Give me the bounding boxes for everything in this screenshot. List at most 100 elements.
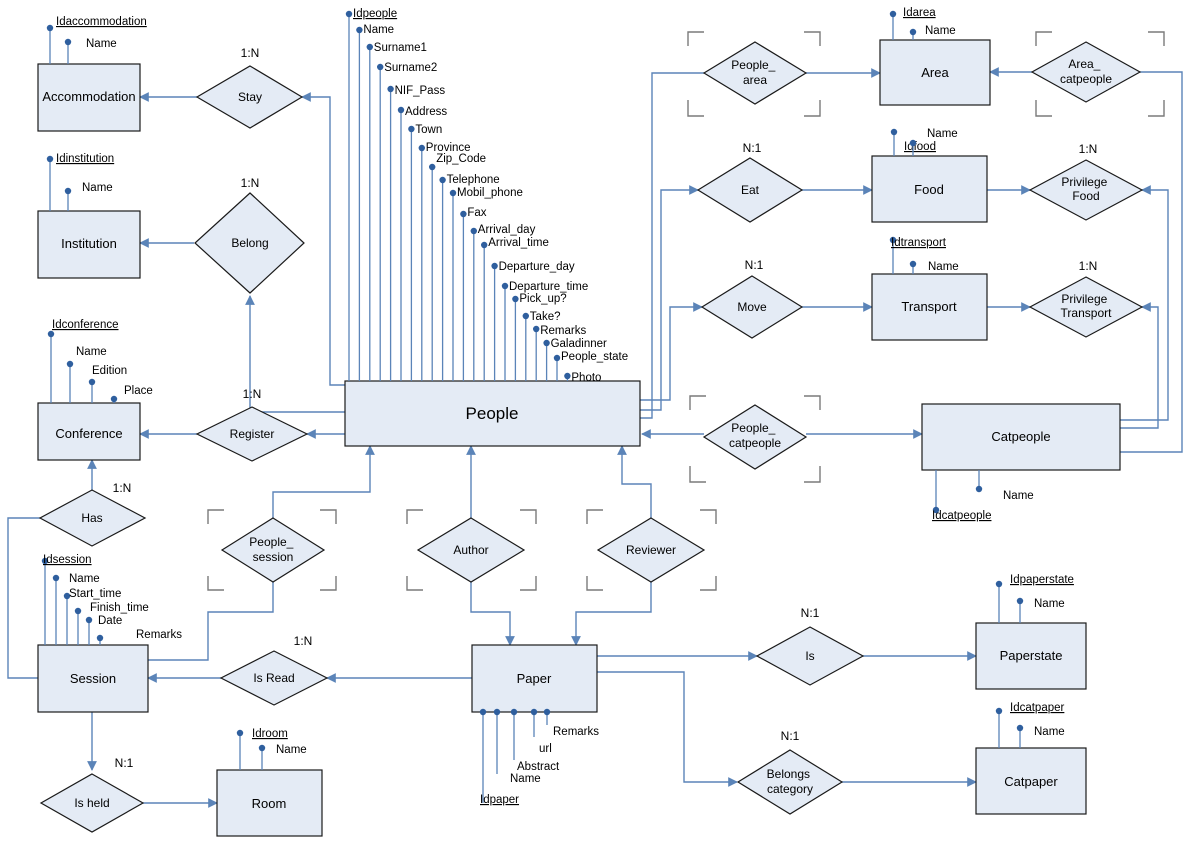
relationship-privilege-transport[interactable]: Privilege Transport: [1028, 276, 1144, 338]
people-attr-15-dot: [501, 282, 509, 290]
entity-conference[interactable]: Conference: [37, 402, 141, 461]
paper-attribute: Abstract: [517, 761, 560, 773]
relationship-stay[interactable]: Stay: [195, 65, 304, 129]
entity-paper[interactable]: Paper: [471, 644, 598, 713]
relationship-register-label: Register: [230, 427, 275, 441]
session-attr-4-dot: [85, 616, 93, 624]
entity-session[interactable]: Session: [37, 644, 149, 713]
relationship-eat-label-line1: Eat: [741, 183, 760, 197]
people-attr-9-dot: [439, 176, 446, 184]
relationship-people-catpeople[interactable]: People_ catpeople: [702, 404, 808, 470]
cardinality-is-read: 1:N: [294, 634, 313, 648]
relationship-has[interactable]: Has: [38, 489, 147, 547]
relationship-is-read-label-line1: Is Read: [253, 671, 294, 685]
link-session-peoplesession: [148, 582, 274, 661]
connectors: [7, 67, 1183, 808]
relationship-reviewer[interactable]: Reviewer: [596, 517, 706, 583]
entity-people-box: [344, 380, 641, 447]
entity-catpeople-label: Catpeople: [991, 429, 1050, 444]
relationship-belong[interactable]: Belong: [194, 192, 305, 294]
conference-attribute: Edition: [92, 365, 127, 377]
cardinality-privilege-transport: 1:N: [1079, 259, 1098, 273]
paperstate-key-attribute: Idpaperstate: [1010, 574, 1074, 586]
catpeople-key-attribute: Idcatpeople: [932, 510, 991, 522]
attributes: IdpeopleNameSurname1Surname2NIF_PassAddr…: [41, 7, 1074, 806]
entity-area[interactable]: Area: [879, 39, 991, 106]
relationship-eat-shape: [696, 157, 804, 223]
people-attribute: Zip_Code: [436, 153, 486, 165]
entity-institution-box: [37, 210, 141, 279]
relationship-people-session[interactable]: People_ session: [220, 517, 326, 583]
relationship-reviewer-shape: [596, 517, 706, 583]
conference-attr-0-dot: [47, 330, 55, 338]
cardinality-move: N:1: [745, 258, 764, 272]
relationship-move[interactable]: Move: [700, 275, 804, 339]
people-key-attribute: Idpeople: [353, 8, 397, 20]
people-attribute: Town: [415, 124, 442, 136]
people-attribute: Fax: [467, 207, 486, 219]
room-key-attribute: Idroom: [252, 728, 288, 740]
conference-attr-2-dot: [88, 378, 96, 386]
associative-brackets: [207, 31, 1165, 591]
relationship-privilege-food[interactable]: Privilege Food: [1028, 159, 1144, 221]
relationship-is-held-shape: [39, 773, 145, 833]
relationship-privilege-transport-label-line1: Privilege: [1061, 292, 1107, 306]
entity-accommodation[interactable]: Accommodation: [37, 63, 141, 132]
relationship-is-read[interactable]: Is Read: [219, 650, 329, 706]
relationship-belongs-category[interactable]: Belongs category: [736, 749, 844, 815]
link-peoplearea-people: [640, 72, 704, 419]
relationship-is-held[interactable]: Is held: [39, 773, 145, 833]
relationship-belongs-category-shape: [736, 749, 844, 815]
relationship-move-shape: [700, 275, 804, 339]
relationships: Stay Belong Register Has Is held Is Read…: [38, 41, 1144, 833]
link-peoplesession-people: [272, 445, 375, 518]
conference-attribute: Place: [124, 385, 153, 397]
relationship-is[interactable]: Is: [755, 626, 865, 686]
paperstate-attribute: Name: [1034, 598, 1065, 610]
entity-paperstate[interactable]: Paperstate: [975, 622, 1087, 690]
entity-paperstate-label: Paperstate: [1000, 648, 1063, 663]
relationship-register[interactable]: Register: [195, 406, 309, 462]
bracket-author: [406, 509, 537, 591]
entity-catpeople[interactable]: Catpeople: [921, 403, 1121, 471]
entity-conference-box: [37, 402, 141, 461]
people-attribute: Province: [426, 142, 471, 154]
link-people-stay: [301, 92, 345, 386]
relationship-area-catpeople[interactable]: Area_ catpeople: [1030, 41, 1142, 103]
cardinality-is: N:1: [801, 606, 820, 620]
transport-attribute: Name: [928, 261, 959, 273]
area-attr-0-dot: [889, 10, 897, 18]
relationship-people-session-shape: [220, 517, 326, 583]
relationship-people-catpeople-label: People_ catpeople: [729, 421, 781, 450]
relationship-eat[interactable]: Eat: [696, 157, 804, 223]
people-attr-21-dot: [564, 372, 571, 380]
entity-transport[interactable]: Transport: [871, 273, 988, 341]
relationship-author[interactable]: Author: [416, 517, 526, 583]
session-attribute: Start_time: [69, 588, 121, 600]
link-catpeople-privilegefood: [1120, 185, 1169, 421]
entity-institution[interactable]: Institution: [37, 210, 141, 279]
entity-food[interactable]: Food: [871, 155, 988, 223]
entity-catpaper-box: [975, 747, 1087, 815]
session-attr-1-dot: [52, 574, 60, 582]
people-attribute: Name: [363, 24, 394, 36]
conference-attribute: Name: [76, 346, 107, 358]
entity-people[interactable]: People: [344, 380, 641, 447]
relationship-area-catpeople-label-line2: catpeople: [1060, 72, 1112, 86]
accommodation-attr-1-dot: [64, 38, 72, 46]
relationship-stay-shape: [195, 65, 304, 129]
people-attr-8-dot: [429, 163, 436, 171]
paperstate-attr-0-dot: [995, 580, 1003, 588]
cardinality-belongs-category: N:1: [781, 729, 800, 743]
relationship-people-area[interactable]: People_ area: [702, 41, 808, 105]
institution-key-attribute: Idinstitution: [56, 153, 114, 165]
entity-room[interactable]: Room: [216, 769, 323, 837]
food-attribute: Name: [927, 128, 958, 140]
session-attribute: Finish_time: [90, 602, 149, 614]
people-attribute: Departure_time: [509, 281, 588, 293]
people-attr-20-dot: [553, 354, 561, 362]
people-attr-3-dot: [377, 63, 384, 71]
people-attr-7-dot: [418, 144, 425, 152]
entity-catpaper[interactable]: Catpaper: [975, 747, 1087, 815]
relationship-move-label-line1: Move: [737, 300, 767, 314]
